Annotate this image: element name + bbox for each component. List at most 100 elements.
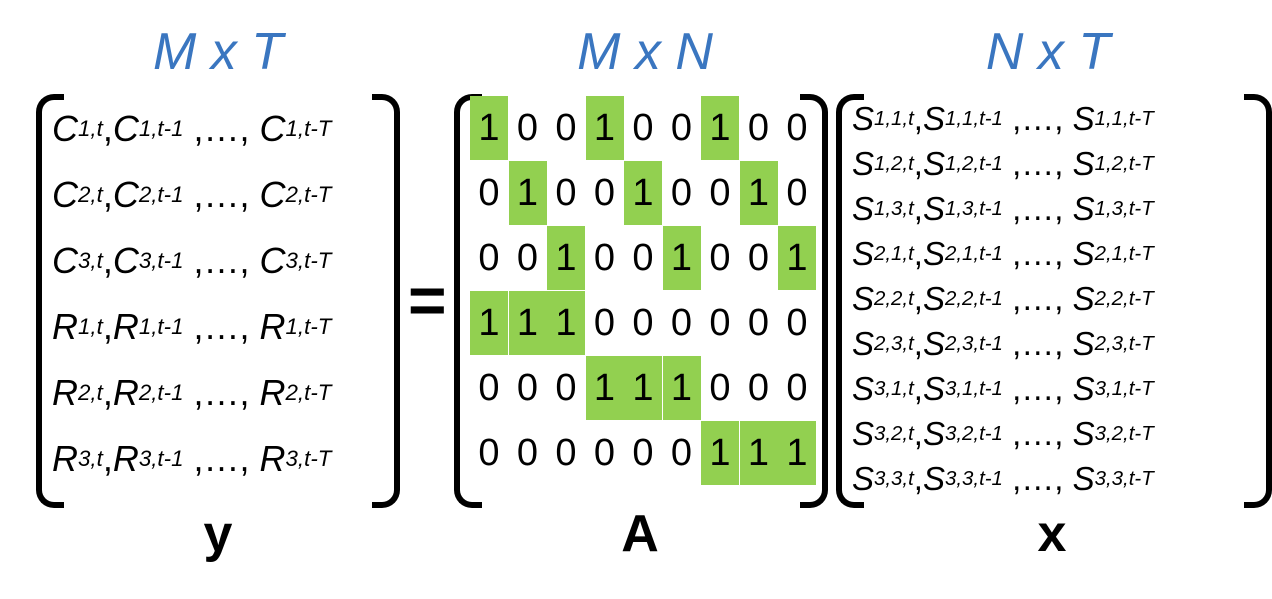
a-cell: 1 [470,291,508,355]
y-term1-subscript: 1,t [78,314,103,339]
a-name-label: A [621,505,659,563]
y-term3-subscript: 3,t-T [285,446,332,471]
y-term3-subscript: 1,t-T [285,314,332,339]
y-term2-subscript: 3,t-1 [138,446,184,471]
a-cell: 0 [670,106,693,149]
a-cell: 0 [478,171,500,214]
x-term3-var: S [1072,369,1095,407]
y-separator: , [239,240,260,281]
x-term3-var: S [1072,234,1095,272]
x-separator: , [1054,459,1073,497]
x-separator: , [913,414,923,452]
a-dimension-label: M x N [577,23,713,81]
x-term2-subscript: 1,3,t-1 [944,196,1003,220]
a-cell: 0 [786,366,808,409]
a-cell: 0 [747,106,770,149]
a-cell: 1 [508,291,547,355]
x-term2-subscript: 1,2,t-1 [944,151,1003,175]
x-term1-var: S [852,414,875,452]
x-separator: , [1054,279,1073,317]
x-separator: , [1002,459,1022,497]
y-ellipsis: … [203,174,240,215]
a-cell: 0 [478,431,500,474]
x-dimension-label: N x T [985,23,1111,81]
x-term2-var: S [922,414,945,452]
x-term3-subscript: 2,3,t-T [1094,331,1154,355]
x-name-label: x [1037,505,1067,563]
x-term1-subscript: 2,3,t [874,331,914,355]
a-cell: 1 [739,421,778,485]
x-term3-var: S [1072,459,1095,497]
x-separator: , [1002,279,1022,317]
x-separator: , [913,234,923,272]
x-separator: , [1054,369,1073,407]
x-separator: , [913,144,923,182]
a-cell: 0 [786,171,808,214]
x-term3-var: S [1072,414,1095,452]
x-ellipsis: … [1021,324,1055,362]
a-cell: 1 [739,161,778,225]
y-ellipsis: … [203,108,240,149]
a-cell: 0 [516,431,539,474]
a-cell: 0 [516,366,539,409]
x-separator: , [1054,414,1073,452]
a-cell: 1 [662,226,701,290]
a-cell: 1 [508,161,547,225]
y-separator: , [102,438,113,479]
a-cell: 0 [593,301,616,344]
x-separator: , [1054,324,1073,362]
x-separator: , [1002,234,1022,272]
x-separator: , [1054,144,1073,182]
y-separator: , [183,438,204,479]
x-term2-subscript: 2,1,t-1 [944,241,1003,265]
a-cell: 0 [478,366,500,409]
x-term2-var: S [922,234,945,272]
a-cell: 1 [701,96,739,160]
x-term3-var: S [1072,324,1095,362]
y-term3-var: R [259,372,286,413]
y-term1-subscript: 3,t [78,248,103,273]
equals-sign: = [408,263,447,337]
a-cell: 0 [670,171,693,214]
a-cell: 0 [747,366,770,409]
x-term3-subscript: 3,1,t-T [1094,376,1154,400]
x-separator: , [1054,99,1073,137]
x-ellipsis: … [1021,234,1055,272]
y-name-label: y [203,505,233,563]
y-term1-var: C [52,174,78,215]
x-term1-var: S [852,144,875,182]
y-ellipsis: … [203,306,240,347]
y-term2-var: R [112,372,139,413]
x-term2-var: S [922,144,945,182]
a-cell: 1 [585,96,624,160]
x-separator: , [1002,324,1022,362]
x-ellipsis: … [1021,459,1055,497]
y-dimension-label: M x T [153,23,283,81]
x-separator: , [1002,414,1022,452]
x-term3-subscript: 3,3,t-T [1094,466,1154,490]
x-separator: , [913,99,923,137]
y-term3-subscript: 2,t-T [285,380,332,405]
y-term1-subscript: 2,t [78,380,103,405]
x-ellipsis: … [1021,144,1055,182]
y-term1-subscript: 3,t [78,446,103,471]
a-cell: 0 [747,301,770,344]
a-cell: 0 [593,431,616,474]
a-cell: 1 [662,356,701,420]
y-term3-var: C [259,108,286,149]
x-term1-var: S [852,324,875,362]
a-cell: 0 [709,236,731,279]
a-cell: 0 [670,301,693,344]
x-term1-var: S [852,459,875,497]
x-term2-var: S [922,99,945,137]
a-cell: 0 [555,366,577,409]
y-term2-var: R [112,438,139,479]
y-term3-var: C [259,174,286,215]
a-left-bracket [454,94,482,508]
y-term1-subscript: 2,t [78,182,103,207]
